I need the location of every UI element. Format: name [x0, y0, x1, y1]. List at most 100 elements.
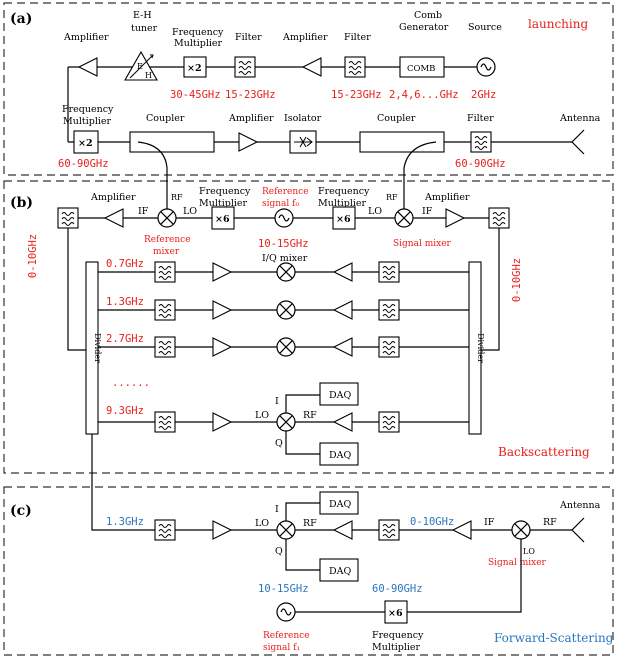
- b-row3-mixer: [276, 337, 296, 357]
- c-q-wire: [285, 539, 320, 571]
- b-freq-mult-r-line2: Multiplier: [318, 198, 367, 209]
- b-row4-iq-mixer: [276, 412, 296, 432]
- b-freq-mult-l-line2: Multiplier: [199, 198, 248, 209]
- b-lo-left: LO: [183, 206, 197, 217]
- b-row1-filter-l: [154, 261, 176, 283]
- c-filter-l: [154, 519, 176, 541]
- b-row4-filter-r: [378, 411, 400, 433]
- c-f-60-90: 60-90GHz: [372, 583, 423, 595]
- c-signal-mixer-label: Signal mixer: [488, 558, 547, 568]
- a-eh-letter-e: E: [137, 62, 143, 71]
- c-iq-mixer: [276, 520, 296, 540]
- b-row2-filter-r: [378, 299, 400, 321]
- c-lo: LO: [255, 518, 269, 529]
- c-ref-signal-line2: signal f₁: [263, 643, 300, 653]
- b-if-left: IF: [138, 206, 149, 217]
- a-filter3: [470, 131, 492, 153]
- b-amplifier-left: [104, 208, 124, 228]
- b-row1-filter-r: [378, 261, 400, 283]
- c-amp-r: [452, 520, 472, 540]
- b-ellipsis: ......: [112, 377, 150, 389]
- b-q-wire: [285, 431, 320, 455]
- a-filter3-label: Filter: [467, 113, 494, 124]
- b-row4-lo: LO: [255, 410, 269, 421]
- a-amplifier-left: [78, 57, 98, 77]
- b-freq-mult-l-line1: Frequency: [199, 186, 251, 197]
- a-f-60-90b: 60-90GHz: [455, 158, 506, 170]
- b-row3-filter-l: [154, 336, 176, 358]
- b-row4-amp-l: [212, 412, 232, 432]
- c-amp-l: [212, 520, 232, 540]
- b-channel-0: 0.7GHz: [106, 258, 144, 270]
- b-i-wire: [285, 394, 320, 413]
- b-lo-right: LO: [368, 206, 382, 217]
- a-amplifier2: [238, 132, 258, 152]
- b-filter-right: [488, 207, 510, 229]
- a-filter2-label: Filter: [344, 32, 371, 43]
- b-reference-osc: [274, 208, 294, 228]
- b-row4-amp-r: [333, 412, 353, 432]
- c-f-1-3: 1.3GHz: [106, 516, 144, 528]
- b-amplifier-right: [445, 208, 465, 228]
- section-a-name: launching: [528, 17, 588, 31]
- b-daq2-label: DAQ: [329, 450, 351, 461]
- a-comb-gen-line2: Generator: [399, 22, 449, 33]
- a-x2-label: ×2: [187, 63, 202, 74]
- b-row2-amp-l: [212, 300, 232, 320]
- b-filter-left: [57, 207, 79, 229]
- a-f-comb: 2,4,6...GHz: [389, 89, 459, 101]
- b-f-0-10-left: 0-10GHz: [27, 234, 39, 278]
- b-row1-amp-r: [333, 262, 353, 282]
- b-signal-mixer: [394, 208, 414, 228]
- a-freq-mult-line1: Frequency: [172, 27, 224, 38]
- c-f-0-10: 0-10GHz: [410, 516, 454, 528]
- a-filter: [234, 56, 256, 78]
- c-daq2-label: DAQ: [329, 566, 351, 577]
- section-a-tag: (a): [10, 11, 32, 27]
- a-antenna-label: Antenna: [559, 113, 601, 124]
- a-coupler2: [359, 131, 445, 153]
- b-x6-r-label: ×6: [336, 214, 351, 225]
- section-c-tag: (c): [10, 503, 32, 519]
- b-row3-amp-l: [212, 337, 232, 357]
- a-filter-label: Filter: [235, 32, 262, 43]
- a-isolator: [289, 130, 317, 154]
- b-row2-amp-r: [333, 300, 353, 320]
- b-row4-q: Q: [275, 438, 283, 449]
- b-last-channel: 9.3GHz: [106, 405, 144, 417]
- b-channel-2: 2.7GHz: [106, 333, 144, 345]
- c-antenna-label: Antenna: [559, 500, 601, 511]
- a-f-15-23b: 15-23GHz: [331, 89, 382, 101]
- section-b-name: Backscattering: [498, 445, 590, 459]
- a-filter2: [344, 56, 366, 78]
- b-row3-filter-r: [378, 336, 400, 358]
- c-antenna: [571, 517, 585, 543]
- a-coupler2-arm: [403, 141, 437, 185]
- c-freq-mult-line1: Frequency: [372, 630, 424, 641]
- section-b-tag: (b): [10, 195, 33, 211]
- a-comb-label: COMB: [407, 64, 435, 74]
- frame-a: [3, 2, 614, 176]
- b-divider-right: [468, 261, 482, 435]
- frame-b: [3, 180, 614, 474]
- b-ref-signal-line2: signal f₀: [262, 199, 299, 209]
- a-comb-gen-line1: Comb: [414, 10, 442, 21]
- a-freq-mult2-line1: Frequency: [62, 104, 114, 115]
- b-row3-amp-r: [333, 337, 353, 357]
- a-amp-mid-label: Amplifier: [282, 32, 328, 43]
- c-lo-return: [407, 539, 522, 613]
- c-i-wire: [285, 502, 320, 521]
- b-x6-r-box: [332, 206, 356, 230]
- a-source-label: Source: [468, 22, 502, 33]
- a-f-30-45: 30-45GHz: [170, 89, 221, 101]
- a-x2b-box: [73, 130, 99, 154]
- c-reference-osc: [276, 602, 296, 622]
- frame-c: [3, 486, 614, 656]
- b-ref-mixer-line1: Reference: [144, 235, 191, 245]
- b-row4-filter-l: [154, 411, 176, 433]
- a-eh-tuner: E H: [124, 50, 158, 81]
- b-f-10-15: 10-15GHz: [258, 238, 309, 250]
- a-coupler1-label: Coupler: [146, 113, 185, 124]
- c-signal-mixer: [511, 520, 531, 540]
- b-right-trunk: [479, 228, 500, 351]
